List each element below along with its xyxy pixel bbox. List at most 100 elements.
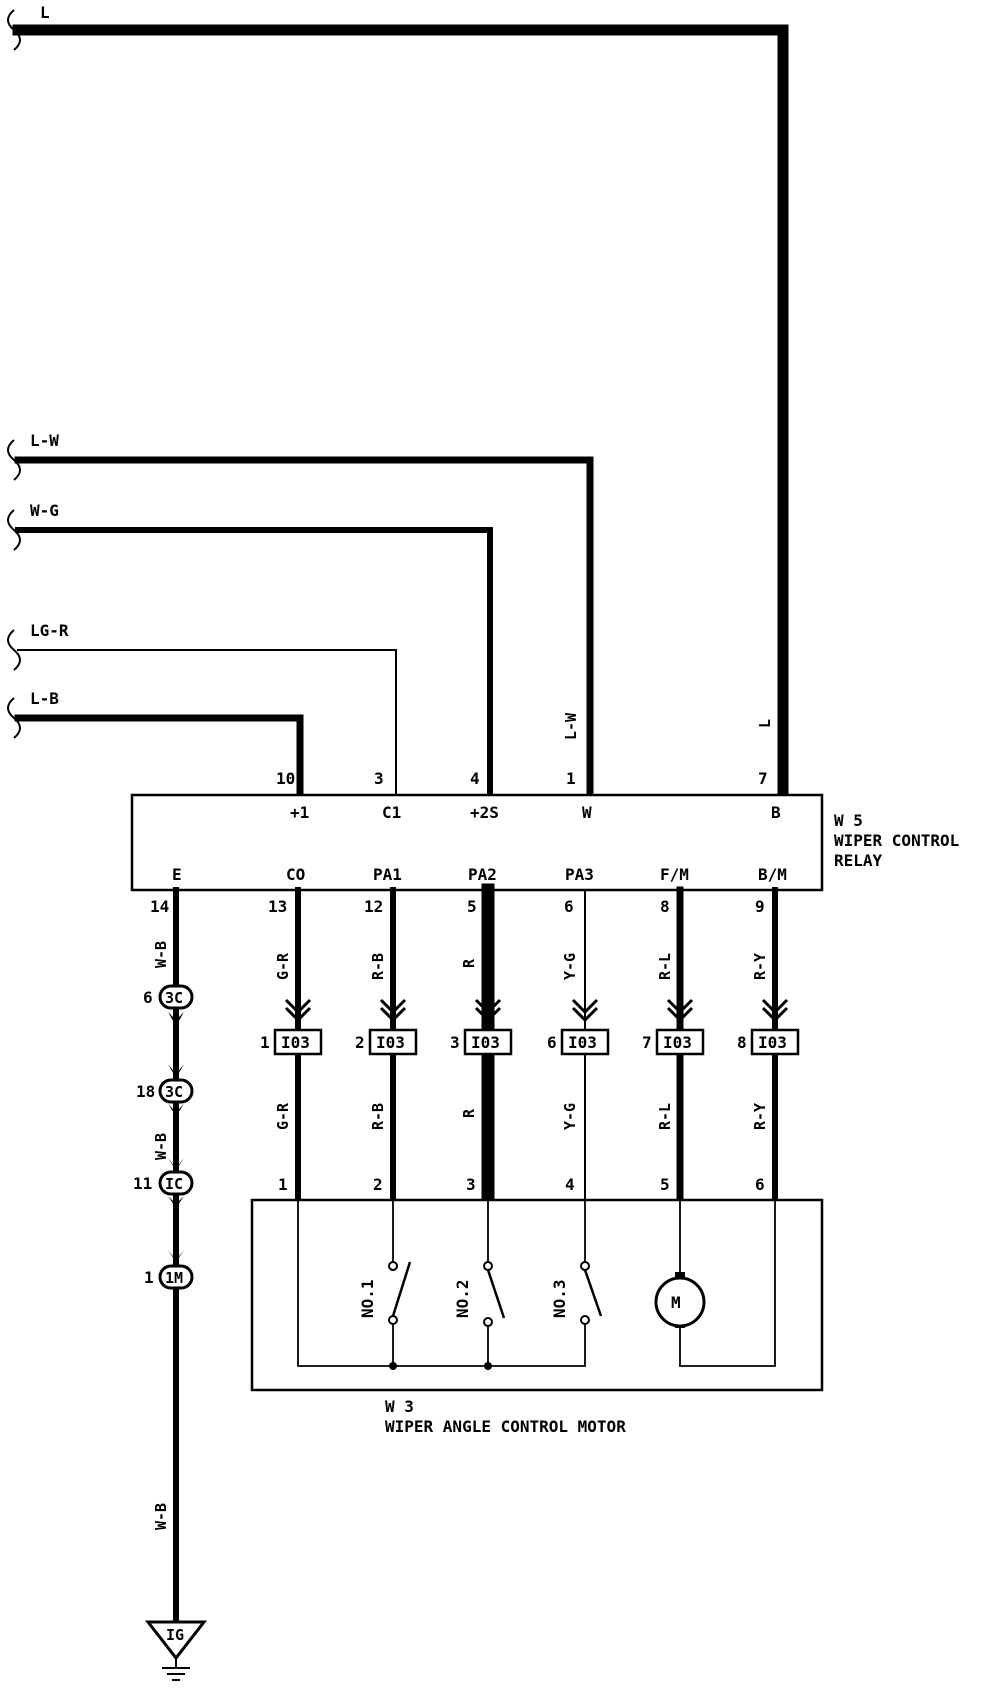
relay-terminal: CO: [286, 865, 305, 884]
relay-pin-number: 3: [374, 769, 384, 788]
connector-id: I03: [281, 1033, 310, 1052]
connector-chevron-icon: [284, 998, 789, 1023]
wire-color-label: R: [460, 958, 478, 968]
relay-body: [130, 793, 824, 892]
wire-color-label: G-R: [274, 952, 292, 980]
relay-pin-number: 12: [364, 897, 383, 916]
junction-connector: 1M 1: [144, 1264, 194, 1290]
wire-color-label: W-B: [152, 1133, 170, 1160]
switch-label: NO.2: [453, 1279, 472, 1318]
relay-terminal: B: [771, 803, 781, 822]
ground-id: IG: [166, 1626, 184, 1644]
wire-color-label: L: [40, 3, 50, 22]
wire-color-label: LG-R: [30, 621, 69, 640]
motor-pin-number: 3: [466, 1175, 476, 1194]
wiper-angle-control-motor: NO.1 NO.2 NO.3 M W 3 WIPER ANGLE CONTROL…: [250, 1198, 824, 1436]
switch-icon: [580, 1261, 603, 1325]
input-wire-W-G: W-G: [7, 501, 493, 798]
motor-id: W 3: [385, 1397, 414, 1416]
branch-color-labels: G-R R-B R Y-G R-L R-Y G-R R-B R Y-G R-L …: [274, 952, 769, 1130]
connector-I03-row: I03 I03 I03 I03 I03 I03 1 2 3 6 7 8: [260, 998, 800, 1056]
connector-box: [655, 1028, 705, 1056]
connector-pin: 6: [547, 1033, 557, 1052]
ground-icon: IG: [144, 1620, 208, 1681]
connector-pin: 7: [642, 1033, 652, 1052]
motor-pin-number: 5: [660, 1175, 670, 1194]
relay-pin-number: 9: [755, 897, 765, 916]
wire-color-label: L-W: [30, 431, 59, 450]
relay-terminal: E: [172, 865, 182, 884]
wire-color-label: R-B: [369, 953, 387, 980]
switch-label: NO.3: [550, 1279, 569, 1318]
connector-id: I03: [758, 1033, 787, 1052]
connector-pin: 8: [737, 1033, 747, 1052]
relay-pin-number: 7: [758, 769, 768, 788]
junction-pin: 6: [143, 988, 153, 1007]
motor-icon: M: [654, 1272, 706, 1328]
wire-color-label: R-Y: [751, 1103, 769, 1130]
relay-pin-number: 14: [150, 897, 169, 916]
relay-terminal: PA2: [468, 865, 497, 884]
relay-terminal: PA3: [565, 865, 594, 884]
relay-terminal: PA1: [373, 865, 402, 884]
wire-color-label: R-L: [656, 1103, 674, 1130]
motor-symbol: M: [671, 1293, 681, 1312]
connector-id: I03: [568, 1033, 597, 1052]
switch-icon: [388, 1261, 412, 1370]
motor-pin-number: 1: [278, 1175, 288, 1194]
relay-pin-number: 5: [467, 897, 477, 916]
ground-path: W-B W-B W-B 3C 6 3C 18 IC 11 1M 1: [133, 887, 208, 1681]
junction-id: 3C: [165, 1083, 183, 1101]
wire-color-label: Y-G: [561, 1103, 579, 1130]
junction-id: 1M: [165, 1269, 183, 1287]
motor-pin-number: 2: [373, 1175, 383, 1194]
input-wire-L: L: [7, 3, 789, 801]
junction-connector: 3C 6: [143, 984, 194, 1010]
relay-pin-number: 6: [564, 897, 574, 916]
motor-pin-numbers: 1 2 3 4 5 6: [278, 1175, 765, 1194]
motor-name: WIPER ANGLE CONTROL MOTOR: [385, 1417, 626, 1436]
relay-terminal: F/M: [660, 865, 689, 884]
input-wire-LG-R: LG-R: [7, 621, 397, 796]
riser-label-w: L-W: [562, 712, 580, 740]
relay-terminal: B/M: [758, 865, 787, 884]
input-wire-L-W: L-W: [7, 431, 594, 799]
relay-pin-number: 8: [660, 897, 670, 916]
connector-id: I03: [471, 1033, 500, 1052]
relay-pin-number: 1: [566, 769, 576, 788]
wire-color-label: W-G: [30, 501, 59, 520]
relay-name-line2: RELAY: [834, 851, 883, 870]
riser-label-b: L: [756, 719, 774, 728]
relay-terminal: +2S: [470, 803, 499, 822]
wire-color-label: W-B: [152, 1503, 170, 1530]
connector-box: [368, 1028, 418, 1056]
connector-id: I03: [663, 1033, 692, 1052]
input-wire-L-B: L-B: [7, 689, 304, 799]
switch-label: NO.1: [358, 1279, 377, 1318]
junction-id: 3C: [165, 989, 183, 1007]
motor-pin-number: 4: [565, 1175, 575, 1194]
connector-box: [560, 1028, 610, 1056]
wiper-control-relay: 10 +1 3 C1 4 +2S 1 W 7 B E CO PA1 PA2 PA…: [130, 769, 959, 916]
junction-id: IC: [165, 1175, 183, 1193]
relay-id: W 5: [834, 811, 863, 830]
relay-pin-number: 10: [276, 769, 295, 788]
wire-color-label: R-B: [369, 1103, 387, 1130]
connector-pin: 1: [260, 1033, 270, 1052]
connector-pin: 2: [355, 1033, 365, 1052]
junction-pin: 11: [133, 1174, 152, 1193]
motor-body: [250, 1198, 824, 1392]
connector-pin: 3: [450, 1033, 460, 1052]
wire-color-label: R: [460, 1108, 478, 1118]
connector-id: I03: [376, 1033, 405, 1052]
junction-pin: 1: [144, 1268, 154, 1287]
junction-connector: IC 11: [133, 1170, 194, 1196]
wire-color-label: R-Y: [751, 953, 769, 980]
relay-terminal: C1: [382, 803, 401, 822]
wire-color-label: W-B: [152, 941, 170, 968]
wire-color-label: L-B: [30, 689, 59, 708]
connector-box: [750, 1028, 800, 1056]
connector-arrow-icon: [168, 1012, 184, 1262]
wire-break-symbol: [7, 9, 21, 51]
junction-connector: 3C 18: [136, 1078, 194, 1104]
